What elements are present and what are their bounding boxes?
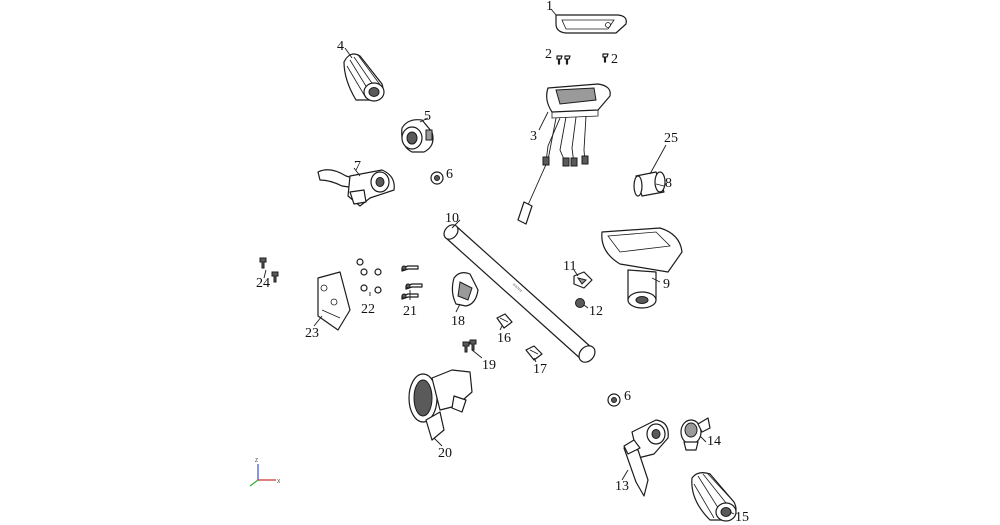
part-22-nuts (356, 258, 382, 294)
part-19-screws (462, 339, 477, 353)
label-6a: 6 (446, 167, 453, 182)
label-23: 23 (305, 326, 319, 341)
part-6-nut-top (430, 171, 444, 185)
label-13: 13 (615, 479, 629, 494)
label-22: 22 (361, 302, 375, 317)
part-labels: 1 2 2 3 4 5 6 7 8 9 10 11 12 13 14 15 16… (256, 0, 749, 525)
part-18-throttle-housing (451, 272, 479, 307)
part-23-bracket-plate (317, 271, 351, 331)
part-10-handlebar-tube: ==== (443, 224, 596, 363)
label-4: 4 (337, 39, 344, 54)
label-8: 8 (665, 176, 672, 191)
label-14: 14 (707, 434, 721, 449)
part-16-block (496, 313, 513, 329)
part-4-left-grip (343, 53, 385, 102)
label-17: 17 (533, 362, 547, 377)
axis-label-x: X (277, 479, 281, 485)
part-11-clip (573, 271, 593, 289)
part-9-stem-head (601, 227, 683, 309)
label-2b: 2 (611, 52, 618, 67)
part-3-display-with-cables (517, 83, 611, 225)
part-1-cover-plate (555, 14, 627, 34)
part-20-throttle-assembly (408, 369, 473, 441)
part-5-clamp-ring (401, 119, 434, 153)
part-15-right-grip (691, 472, 737, 522)
part-13-brake-lever-right (623, 419, 669, 497)
part-14-bell (680, 417, 711, 451)
label-16: 16 (497, 331, 511, 346)
label-25: 25 (664, 131, 678, 146)
label-15: 15 (735, 510, 749, 525)
axis-triad: Z X (249, 458, 281, 487)
label-11: 11 (563, 259, 576, 274)
label-5: 5 (424, 109, 431, 124)
label-18: 18 (451, 314, 465, 329)
part-12-nut (575, 298, 585, 308)
label-6b: 6 (624, 389, 631, 404)
label-24: 24 (256, 276, 270, 291)
part-7-brake-lever-left (317, 169, 395, 207)
label-9: 9 (663, 277, 670, 292)
label-21: 21 (403, 304, 417, 319)
part-24-screws (259, 257, 279, 283)
leader-lines (263, 8, 735, 515)
part-6-nut-lower (607, 393, 621, 407)
label-7: 7 (354, 159, 361, 174)
label-10: 10 (445, 211, 459, 226)
label-12: 12 (589, 304, 603, 319)
part-21-screws (401, 265, 423, 300)
label-2a: 2 (545, 47, 552, 62)
part-8-bushing (633, 171, 666, 197)
part-2-screws (556, 53, 609, 65)
label-1: 1 (546, 0, 553, 14)
label-19: 19 (482, 358, 496, 373)
label-20: 20 (438, 446, 452, 461)
label-3: 3 (530, 129, 537, 144)
part-17-block (525, 345, 543, 361)
axis-label-z: Z (255, 458, 258, 464)
